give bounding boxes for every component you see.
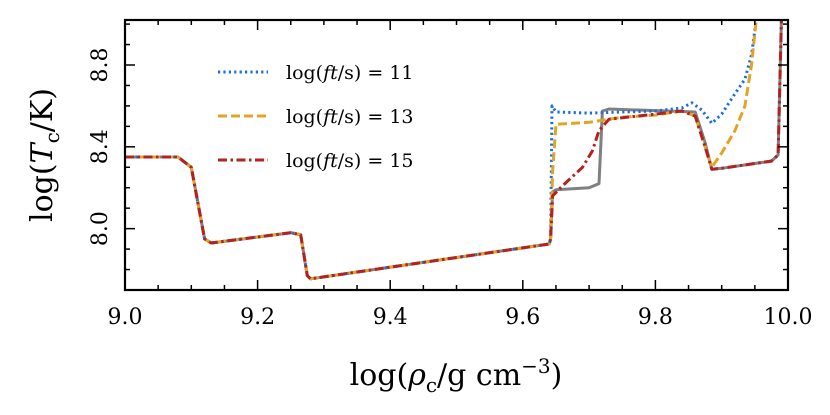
y-tick-label: 8.4	[88, 129, 113, 164]
x-axis-label: log(ρc/g cm−3)	[350, 354, 563, 397]
y-axis-label: log(Tc/K)	[25, 88, 64, 222]
legend-label: log(ft/s) = 11	[286, 62, 414, 84]
legend-label: log(ft/s) = 15	[286, 150, 414, 172]
legend-label: log(ft/s) = 13	[286, 106, 414, 128]
y-tick-label: 8.8	[88, 48, 113, 83]
x-tick-label: 9.0	[108, 305, 143, 330]
series-line-1	[125, 20, 758, 281]
x-tick-label: 9.6	[505, 305, 540, 330]
plot-frame	[123, 18, 790, 292]
legend: log(ft/s) = 11 log(ft/s) = 13 log(ft/s) = …	[218, 62, 414, 172]
x-tick-label: 9.8	[638, 305, 673, 330]
series-lines	[125, 20, 783, 281]
tick-labels: 9.0 9.2 9.4 9.6 9.8 10.0 8.0 8.4 8.8	[88, 48, 812, 331]
x-tick-label: 10.0	[764, 305, 813, 330]
y-tick-label: 8.0	[88, 211, 113, 246]
plot-background	[125, 20, 788, 290]
x-tick-label: 9.2	[240, 305, 275, 330]
x-tick-label: 9.4	[373, 305, 408, 330]
